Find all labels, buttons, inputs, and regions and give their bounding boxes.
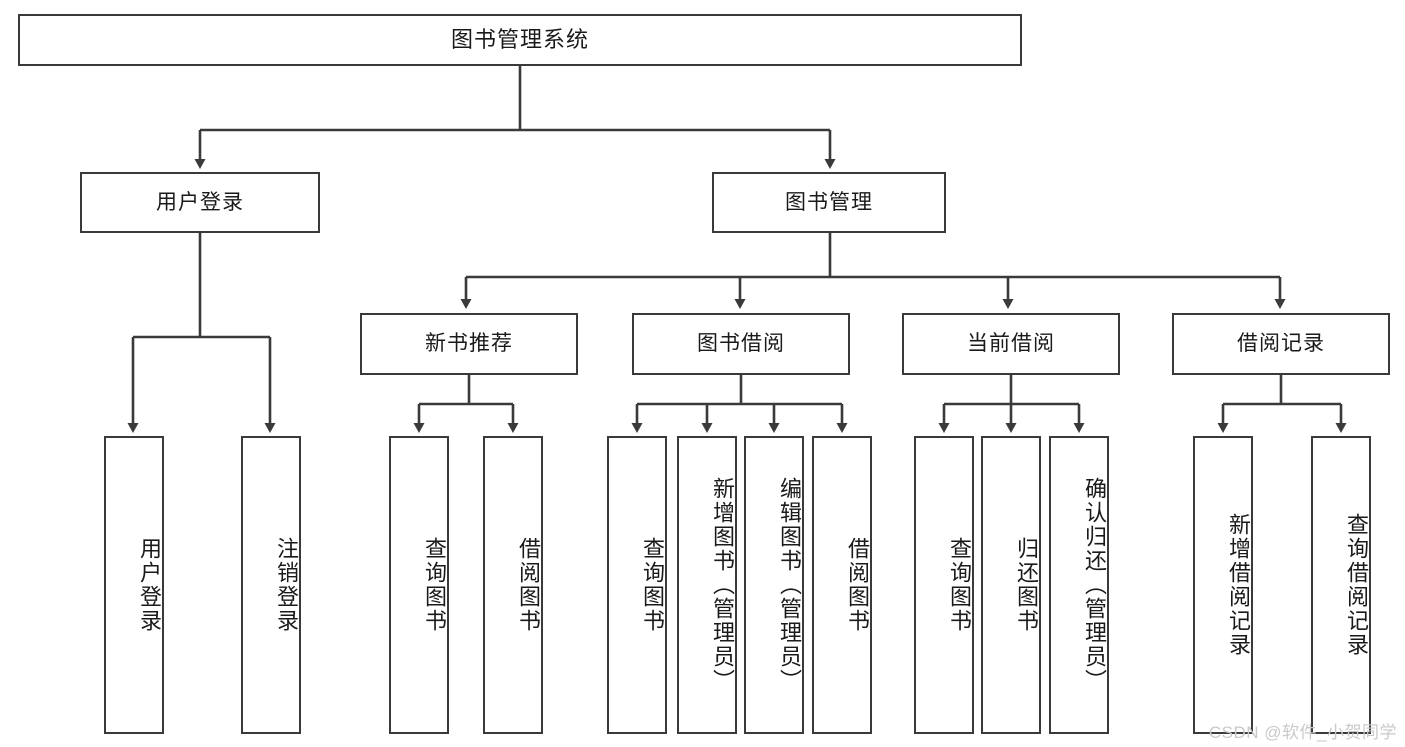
leaf-label: 查询图书 <box>947 537 972 633</box>
csdn-watermark: CSDN @软件_小贺同学 <box>1208 723 1397 742</box>
node-root-system[interactable]: 图书管理系统 <box>18 14 1022 66</box>
leaf-user-login-login[interactable]: 用户登录 <box>104 436 164 734</box>
node-book-borrow-label: 图书借阅 <box>697 332 785 356</box>
node-book-management[interactable]: 图书管理 <box>712 172 946 233</box>
leaf-label: 借阅图书 <box>845 537 870 633</box>
node-new-book-recommend-label: 新书推荐 <box>425 332 513 356</box>
node-root-label: 图书管理系统 <box>450 26 589 52</box>
leaf-label: 新增借阅记录 <box>1226 513 1251 657</box>
node-book-borrow[interactable]: 图书借阅 <box>632 313 850 375</box>
leaf-book-borrow-add-book[interactable]: 新增图书（管理员） <box>677 436 737 734</box>
leaf-current-borrow-query-book[interactable]: 查询图书 <box>914 436 974 734</box>
node-user-login-label: 用户登录 <box>156 190 244 214</box>
leaf-user-login-logout[interactable]: 注销登录 <box>241 436 301 734</box>
leaf-label: 查询借阅记录 <box>1344 513 1369 657</box>
leaf-book-borrow-borrow-book[interactable]: 借阅图书 <box>812 436 872 734</box>
leaf-new-book-borrow-book[interactable]: 借阅图书 <box>483 436 543 734</box>
leaf-current-borrow-return-book[interactable]: 归还图书 <box>981 436 1041 734</box>
node-borrow-record-label: 借阅记录 <box>1237 332 1325 356</box>
node-new-book-recommend[interactable]: 新书推荐 <box>360 313 578 375</box>
leaf-borrow-record-query-record[interactable]: 查询借阅记录 <box>1311 436 1371 734</box>
leaf-label: 注销登录 <box>274 537 299 633</box>
leaf-label: 归还图书 <box>1014 537 1039 633</box>
leaf-book-borrow-edit-book[interactable]: 编辑图书（管理员） <box>744 436 804 734</box>
leaf-label: 查询图书 <box>640 537 665 633</box>
node-current-borrow[interactable]: 当前借阅 <box>902 313 1120 375</box>
node-current-borrow-label: 当前借阅 <box>967 332 1055 356</box>
leaf-new-book-query-book[interactable]: 查询图书 <box>389 436 449 734</box>
node-book-management-label: 图书管理 <box>785 190 873 214</box>
leaf-label: 编辑图书（管理员） <box>777 477 802 693</box>
leaf-label: 借阅图书 <box>516 537 541 633</box>
leaf-label: 确认归还（管理员） <box>1082 477 1107 693</box>
node-user-login[interactable]: 用户登录 <box>80 172 320 233</box>
leaf-label: 查询图书 <box>422 537 447 633</box>
leaf-borrow-record-add-record[interactable]: 新增借阅记录 <box>1193 436 1253 734</box>
node-borrow-record[interactable]: 借阅记录 <box>1172 313 1390 375</box>
leaf-label: 新增图书（管理员） <box>710 477 735 693</box>
leaf-book-borrow-query-book[interactable]: 查询图书 <box>607 436 667 734</box>
leaf-label: 用户登录 <box>137 537 162 633</box>
leaf-current-borrow-confirm-return[interactable]: 确认归还（管理员） <box>1049 436 1109 734</box>
